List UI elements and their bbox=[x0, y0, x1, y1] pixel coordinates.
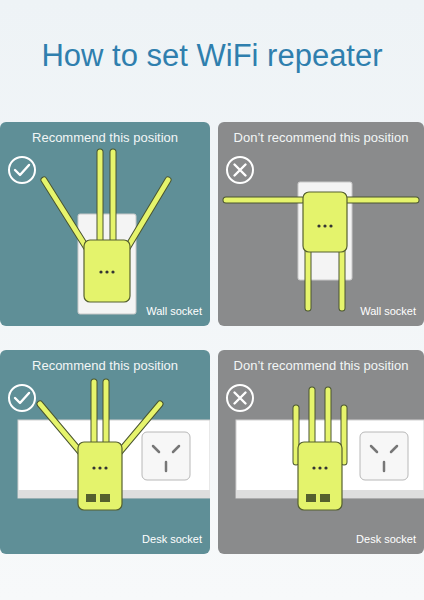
socket-label-row: Desk socket bbox=[0, 533, 210, 554]
wall-plate bbox=[78, 214, 136, 314]
repeater-illustration bbox=[0, 122, 210, 326]
panel-heading-row: Recommend this position bbox=[0, 350, 210, 373]
socket-label: Desk socket bbox=[142, 533, 202, 545]
panel-heading: Recommend this position bbox=[32, 358, 178, 373]
socket-label: Desk socket bbox=[356, 533, 416, 545]
check-icon bbox=[9, 157, 35, 183]
panel-heading: Don’t recommend this position bbox=[234, 130, 409, 145]
panel-heading-row: Recommend this position bbox=[0, 122, 210, 145]
socket-label-row: Wall socket bbox=[0, 305, 210, 326]
cross-icon bbox=[227, 385, 253, 411]
panel-heading-row: Don’t recommend this position bbox=[218, 122, 424, 145]
check-icon bbox=[9, 385, 35, 411]
socket-label-row: Wall socket bbox=[218, 305, 424, 326]
socket-label-row: Desk socket bbox=[218, 533, 424, 554]
title: How to set WiFi repeater bbox=[0, 38, 424, 74]
cross-icon bbox=[227, 157, 253, 183]
panel-heading: Don’t recommend this position bbox=[234, 358, 409, 373]
position-panel: Recommend this positionDesk socket bbox=[0, 350, 210, 554]
repeater-illustration bbox=[218, 122, 424, 326]
panel-heading-row: Don’t recommend this position bbox=[218, 350, 424, 373]
position-panel: Don’t recommend this positionWall socket bbox=[218, 122, 424, 326]
repeater-body bbox=[303, 192, 347, 252]
socket-label: Wall socket bbox=[360, 305, 416, 317]
position-panel: Don’t recommend this positionDesk socket bbox=[218, 350, 424, 554]
repeater-body bbox=[78, 442, 122, 510]
panel-heading: Recommend this position bbox=[32, 130, 178, 145]
repeater-body bbox=[298, 442, 342, 510]
socket-label: Wall socket bbox=[146, 305, 202, 317]
repeater-illustration bbox=[0, 350, 210, 554]
repeater-illustration bbox=[218, 350, 424, 554]
repeater-body bbox=[84, 240, 130, 302]
position-panel: Recommend this positionWall socket bbox=[0, 122, 210, 326]
